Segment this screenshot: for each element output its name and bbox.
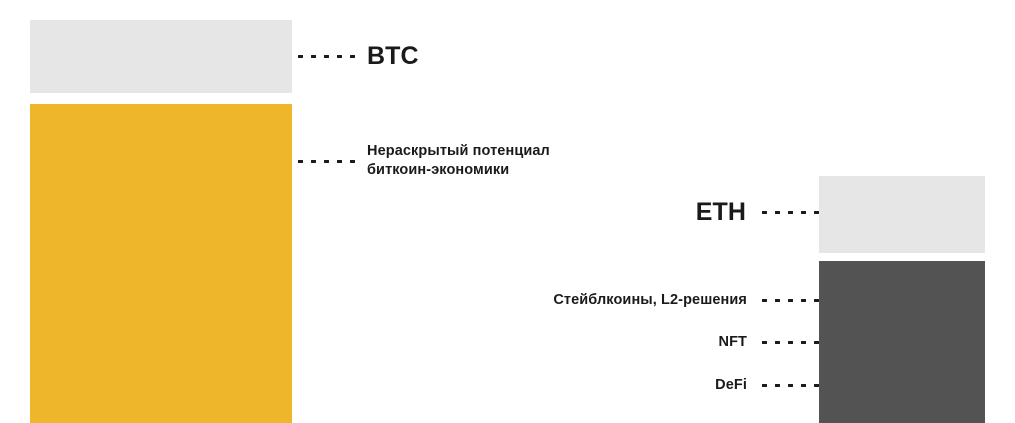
dotted-leader-icon — [762, 299, 819, 302]
nft-label: NFT — [718, 334, 747, 350]
btc-realized-block — [30, 20, 292, 93]
dotted-leader-icon — [298, 159, 355, 163]
btc-label: BTC — [367, 42, 419, 70]
stablecoins-label: Стейблкоины, L2-решения — [553, 292, 747, 308]
eth-leader-row: ETH — [696, 200, 819, 225]
dotted-leader-icon — [762, 384, 819, 387]
nft-leader-row: NFT — [718, 333, 819, 352]
dotted-leader-icon — [762, 211, 819, 214]
btc-potential-leader-row: Нераскрытый потенциал биткоин-экономики — [298, 142, 550, 180]
defi-label: DeFi — [715, 377, 747, 393]
eth-label: ETH — [695, 198, 746, 226]
eth-applications-block — [819, 261, 985, 423]
stablecoins-leader-row: Стейблкоины, L2-решения — [553, 291, 819, 310]
btc-leader-row: BTC — [298, 44, 419, 69]
dotted-leader-icon — [298, 55, 355, 58]
dotted-leader-icon — [762, 341, 819, 344]
eth-realized-block — [819, 176, 985, 253]
btc-potential-block — [30, 104, 292, 423]
btc-potential-label: Нераскрытый потенциал биткоин-экономики — [367, 143, 550, 178]
defi-leader-row: DeFi — [715, 376, 819, 395]
